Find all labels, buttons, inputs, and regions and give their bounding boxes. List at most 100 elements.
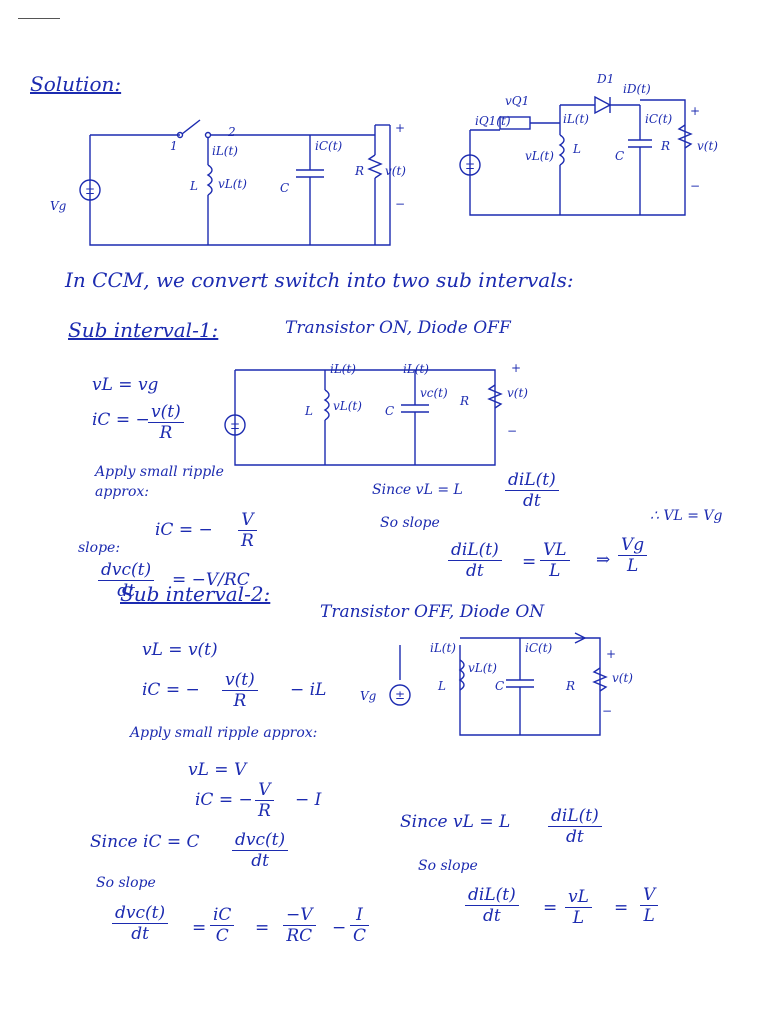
svg-text:L: L: [189, 179, 198, 193]
svg-text:iD(t): iD(t): [623, 82, 651, 96]
top-rule: [18, 18, 60, 19]
svg-text:v(t): v(t): [385, 164, 406, 178]
sub2-since-vl: Since vL = L: [400, 812, 511, 832]
svg-text:+: +: [690, 104, 700, 118]
svg-text:Vg: Vg: [360, 689, 377, 703]
svg-text:−: −: [602, 704, 612, 718]
sub1-apply-ripple: Apply small ripple approx:: [95, 464, 224, 500]
sub2-dvc-fraction: dvc(t)dt: [112, 903, 169, 944]
sub-interval-2-title: Sub interval-2:: [120, 582, 271, 606]
svg-text:iL(t): iL(t): [403, 362, 429, 376]
svg-text:iC(t): iC(t): [645, 112, 673, 126]
sub2-since-vl-fraction: diL(t)dt: [548, 806, 602, 847]
sub2-eq-ic-fraction: v(t)R: [222, 670, 258, 711]
svg-text:2: 2: [227, 125, 236, 139]
svg-text:R: R: [565, 679, 575, 693]
svg-text:iL(t): iL(t): [430, 641, 456, 655]
sub2-so-slope-right: So slope: [418, 858, 478, 874]
sub1-since-fraction: diL(t)dt: [505, 470, 559, 511]
svg-text:±: ±: [230, 418, 240, 432]
switch-circuit-diagram: ± Vg 1 2 iL(t) L vL(t) C iC(t) R v(t) + …: [50, 119, 406, 246]
sub2-eq-vl-V: vL = V: [188, 760, 247, 780]
sub1-eq-ic-fraction: v(t)R: [148, 402, 184, 443]
sub1-slope-label: slope:: [78, 540, 121, 556]
sub1-eq-dvc-rhs: = −V/RC: [172, 570, 250, 590]
sub1-so-slope: So slope: [380, 515, 440, 531]
sub2-dil-fraction: diL(t)dt: [465, 885, 519, 926]
sub1-implies-arrow: ⇒: [596, 550, 611, 570]
svg-text:iC(t): iC(t): [525, 641, 553, 655]
svg-text:1: 1: [170, 139, 178, 153]
svg-text:iQ1(t): iQ1(t): [475, 114, 511, 128]
svg-text:R: R: [459, 394, 469, 408]
svg-text:−: −: [507, 424, 517, 438]
sub-interval-2-state: Transistor OFF, Diode ON: [320, 602, 545, 622]
sub-interval-2-circuit: ± Vg iL(t) vL(t) L iC(t) C R v(t) + −: [360, 632, 633, 736]
sub2-since-ic: Since iC = C: [90, 832, 200, 852]
sub1-eq-ic-lhs: iC = −: [92, 410, 150, 430]
svg-text:vL(t): vL(t): [333, 399, 362, 413]
svg-text:−: −: [690, 179, 700, 193]
vg-label: Vg: [50, 199, 67, 213]
sub1-vl-equals-vg: ∴ VL = Vg: [650, 508, 723, 524]
svg-text:vQ1: vQ1: [505, 94, 529, 108]
svg-text:+: +: [511, 361, 521, 375]
sub2-eq-ic-rhs: − iL: [290, 680, 327, 700]
svg-text:±: ±: [395, 688, 405, 702]
svg-text:L: L: [572, 142, 581, 156]
sub-interval-1-title: Sub interval-1:: [68, 318, 219, 342]
sub2-eq-vl: vL = v(t): [142, 640, 218, 660]
svg-text:iC(t): iC(t): [315, 139, 343, 153]
svg-text:R: R: [660, 139, 670, 153]
svg-text:C: C: [495, 679, 504, 693]
sub2-eq-ic2-rhs: − I: [295, 790, 322, 810]
svg-text:+: +: [606, 647, 616, 661]
ccm-statement: In CCM, we convert switch into two sub i…: [65, 268, 574, 292]
svg-text:v(t): v(t): [507, 386, 528, 400]
svg-text:v(t): v(t): [612, 671, 633, 685]
svg-text:iL(t): iL(t): [563, 112, 589, 126]
sub2-apply-ripple: Apply small ripple approx:: [130, 725, 318, 741]
svg-text:vL(t): vL(t): [468, 661, 497, 675]
svg-text:vL(t): vL(t): [218, 177, 247, 191]
svg-text:±: ±: [85, 183, 95, 197]
svg-text:iL(t): iL(t): [330, 362, 356, 376]
sub1-eq-ic2-lhs: iC = −: [155, 520, 213, 540]
svg-text:−: −: [395, 197, 405, 211]
solution-heading: Solution:: [30, 72, 122, 96]
svg-text:L: L: [304, 404, 313, 418]
sub-interval-1-circuit: ± iL(t) L vL(t) iL(t) vc(t) C R v(t) + −: [224, 361, 528, 466]
sub1-dil-fraction: diL(t)dt: [448, 540, 502, 581]
svg-text:v(t): v(t): [697, 139, 718, 153]
sub2-eq-ic-lhs: iC = −: [142, 680, 200, 700]
sub2-eq-ic2-lhs: iC = −: [195, 790, 253, 810]
svg-text:C: C: [280, 181, 289, 195]
sub2-so-slope-left: So slope: [96, 875, 156, 891]
svg-text:L: L: [437, 679, 446, 693]
sub1-eq-dvc-fraction: dvc(t)dt: [98, 560, 155, 601]
svg-text:R: R: [354, 164, 364, 178]
sub2-since-ic-fraction: dvc(t)dt: [232, 830, 289, 871]
svg-text:+: +: [395, 121, 405, 135]
svg-text:C: C: [385, 404, 394, 418]
svg-text:iL(t): iL(t): [212, 144, 238, 158]
sub-interval-1-state: Transistor ON, Diode OFF: [285, 318, 511, 338]
svg-text:D1: D1: [596, 72, 614, 86]
svg-text:±: ±: [465, 158, 475, 172]
svg-text:vL(t): vL(t): [525, 149, 554, 163]
svg-text:C: C: [615, 149, 624, 163]
sub1-since-label: Since vL = L: [372, 482, 463, 498]
transistor-diode-circuit-diagram: ± D1 iD(t) vQ1 iQ1(t) iL(t) L vL(t) iC(t…: [459, 72, 718, 216]
svg-text:vc(t): vc(t): [420, 386, 448, 400]
sub1-eq-vl: vL = vg: [92, 375, 159, 395]
